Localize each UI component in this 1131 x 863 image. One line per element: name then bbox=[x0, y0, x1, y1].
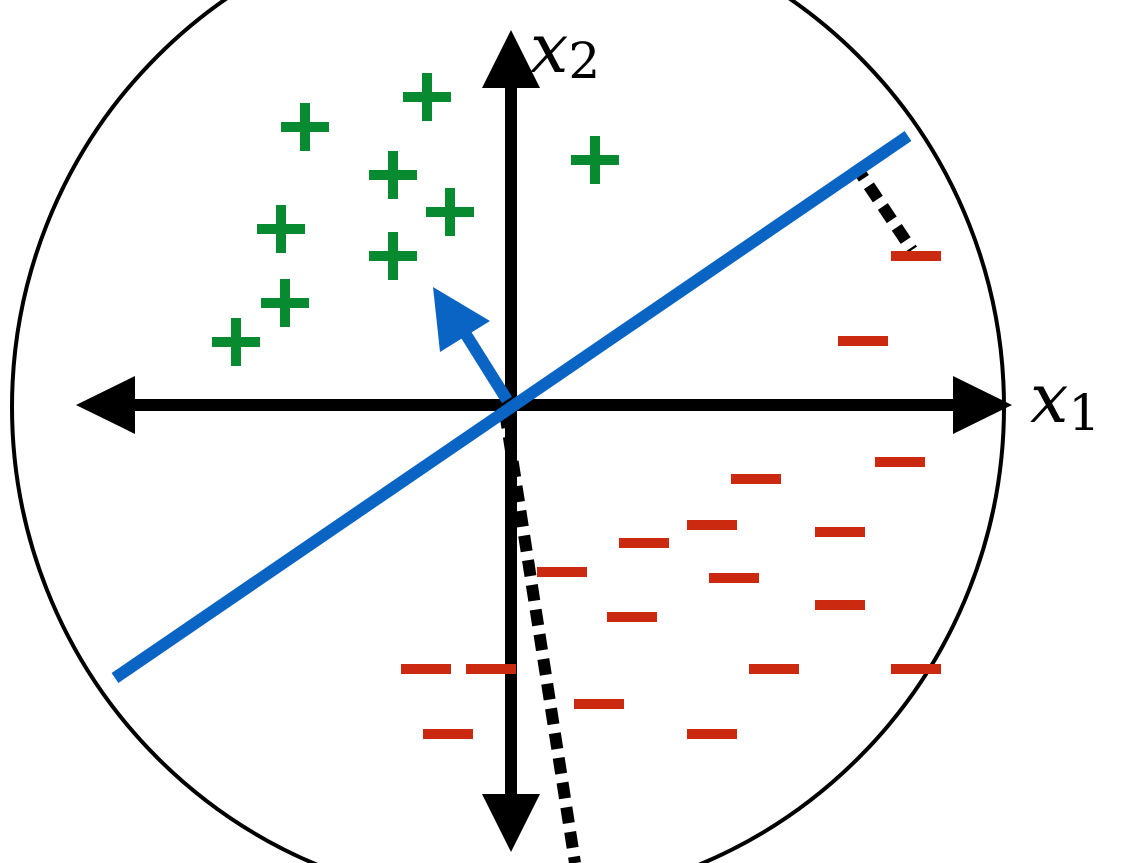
negative-point bbox=[815, 600, 865, 610]
x1-axis-right-arrowhead bbox=[953, 376, 1012, 434]
x2-axis-bottom-arrowhead bbox=[482, 794, 540, 852]
negative-point bbox=[574, 699, 624, 709]
dotted-distance-line-top bbox=[850, 161, 917, 254]
positive-point bbox=[403, 73, 451, 121]
x1-axis-label: x1 bbox=[1030, 360, 1100, 442]
positive-point bbox=[571, 136, 619, 184]
positive-point bbox=[281, 103, 329, 151]
negative-point bbox=[401, 664, 451, 674]
x2-axis-top-arrowhead bbox=[482, 30, 540, 88]
x2-label-var: x bbox=[530, 10, 568, 89]
negative-points bbox=[401, 251, 941, 739]
negative-point bbox=[687, 520, 737, 530]
normal-vector-arrowhead bbox=[433, 287, 490, 352]
decision-boundary-line bbox=[111, 131, 912, 683]
x1-label-sub: 1 bbox=[1068, 384, 1100, 442]
negative-point bbox=[423, 729, 473, 739]
normal-vector-arrow bbox=[433, 287, 513, 404]
negative-point bbox=[466, 664, 516, 674]
negative-point bbox=[709, 573, 759, 583]
dotted-distance-line-bottom bbox=[499, 411, 581, 863]
positive-point bbox=[261, 279, 309, 327]
negative-point bbox=[607, 612, 657, 622]
positive-points bbox=[212, 73, 619, 366]
x1-axis bbox=[76, 376, 1012, 434]
negative-point bbox=[731, 474, 781, 484]
x1-axis-left-arrowhead bbox=[76, 376, 135, 434]
positive-point bbox=[369, 151, 417, 199]
positive-point bbox=[257, 205, 305, 253]
x2-label-sub: 2 bbox=[568, 32, 600, 90]
x2-axis-label: x2 bbox=[530, 10, 600, 90]
negative-point bbox=[875, 457, 925, 467]
positive-point bbox=[212, 318, 260, 366]
negative-point bbox=[838, 336, 888, 346]
x1-label-var: x bbox=[1030, 360, 1068, 439]
negative-point bbox=[537, 567, 587, 577]
positive-point bbox=[369, 232, 417, 280]
negative-point bbox=[619, 538, 669, 548]
negative-point bbox=[891, 251, 941, 261]
negative-point bbox=[891, 664, 941, 674]
negative-point bbox=[749, 664, 799, 674]
negative-point bbox=[687, 729, 737, 739]
positive-point bbox=[426, 188, 474, 236]
negative-point bbox=[815, 527, 865, 537]
